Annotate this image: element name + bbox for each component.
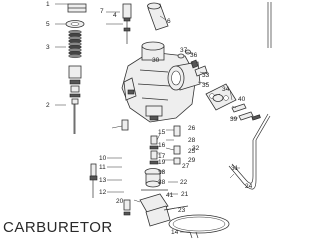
callout-31: 31: [231, 165, 239, 172]
callout-36: 36: [190, 52, 198, 59]
callout-13: 13: [99, 177, 107, 184]
callout-17: 17: [158, 153, 166, 160]
part-spring: [68, 30, 82, 59]
spring-coil: [68, 54, 82, 59]
callout-5: 5: [46, 21, 50, 28]
part-overflow-tube: [228, 2, 272, 190]
callout-18: 18: [158, 169, 166, 176]
part-jets: [121, 119, 181, 165]
part-float: [139, 193, 189, 227]
callout-26: 26: [188, 125, 196, 132]
part-gasket: [168, 214, 230, 234]
callout-22: 22: [180, 179, 188, 186]
callout-10: 10: [99, 155, 107, 162]
callout-21: 21: [181, 191, 189, 198]
callout-25: 25: [188, 148, 196, 155]
callout-38: 38: [158, 179, 166, 186]
callout-23: 23: [178, 207, 186, 214]
part-slide-cylinder: [147, 2, 169, 31]
callout-16: 16: [158, 142, 166, 149]
callout-7: 7: [100, 8, 104, 15]
callout-2: 2: [46, 102, 50, 109]
part-throttle-rod: [122, 3, 132, 44]
part-needle-holder: [68, 65, 82, 134]
part-cover-plate: [205, 83, 237, 111]
callout-labels: 1 2 3 4 5 6 7 10 11 12 13 14 15 16 17 18…: [46, 1, 253, 236]
callout-4: 4: [113, 12, 117, 19]
leader-lines: [55, 3, 240, 233]
part-washer: [65, 20, 85, 28]
part-drain-screw-lower: [89, 163, 98, 198]
callout-30: 30: [152, 57, 160, 64]
part-small-spring-lower: [123, 199, 199, 239]
callout-28: 28: [188, 137, 196, 144]
callout-12: 12: [99, 189, 107, 196]
callout-15: 15: [158, 129, 166, 136]
part-carburetor-body: [121, 41, 201, 123]
callout-20: 20: [116, 198, 124, 205]
callout-40: 40: [238, 96, 246, 103]
callout-1: 1: [46, 1, 50, 8]
callout-27: 27: [182, 163, 190, 170]
diagram-caption: CARBURETOR: [3, 219, 113, 236]
callout-35: 35: [202, 82, 210, 89]
part-cap-nut: [67, 3, 87, 13]
callout-6: 6: [167, 18, 171, 25]
part-float-bowl: [141, 168, 168, 191]
part-small-screws: [177, 49, 261, 121]
callout-41: 41: [166, 192, 174, 199]
callout-39: 39: [230, 116, 238, 123]
callout-34: 34: [222, 86, 230, 93]
callout-32: 32: [192, 145, 200, 152]
callout-14: 14: [171, 229, 179, 236]
callout-29: 29: [188, 157, 196, 164]
callout-24: 24: [245, 183, 253, 190]
callout-11: 11: [99, 164, 106, 171]
callout-33: 33: [202, 72, 210, 79]
callout-37: 37: [180, 47, 188, 54]
callout-3: 3: [46, 44, 50, 51]
callout-19: 19: [158, 159, 166, 166]
